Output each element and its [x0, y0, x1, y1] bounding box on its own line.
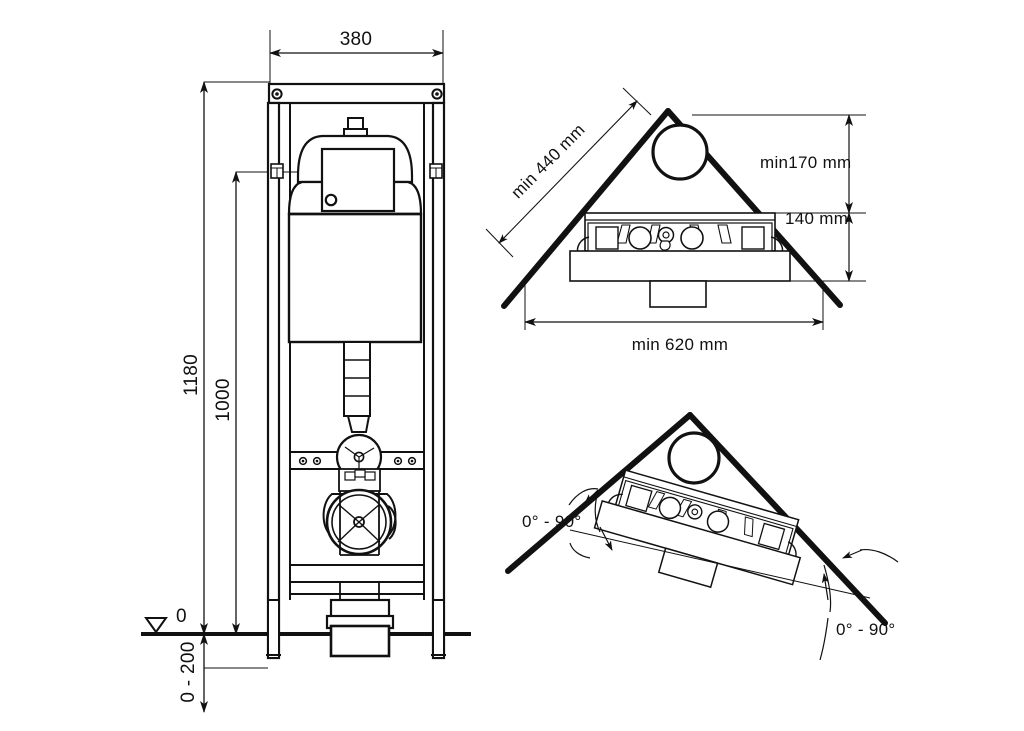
dimension-1000-label: 1000: [213, 378, 234, 421]
tilted-rafter-left: [505, 412, 693, 574]
frame-top-crossbar: [267, 82, 446, 105]
floor-datum-symbol: 0: [144, 606, 187, 634]
unit-outlet-stub: [649, 280, 707, 308]
flush-pipe: [343, 341, 371, 417]
tilted-unit-outlet-stub: [657, 547, 719, 589]
dimension-140: 140 mm: [785, 209, 853, 282]
unit-end-box-right: [741, 226, 765, 250]
dimension-380-label: 380: [340, 29, 373, 50]
wc-outlet-socket: [325, 582, 395, 658]
angle-right-label: 0° - 90°: [836, 620, 895, 639]
outlet-spigot: [329, 624, 391, 658]
dimension-0-200: 0 - 200: [178, 633, 268, 713]
angle-left-arc-inner: [594, 491, 601, 533]
frame-structure: [266, 82, 446, 660]
mounting-bracket-right: [429, 163, 443, 179]
dimension-0-200-label: 0 - 200: [178, 641, 199, 702]
frame-lower-crossbar: [289, 564, 425, 583]
unit-port-left: [628, 226, 652, 250]
cistern-assembly: [287, 117, 423, 344]
top-fixing-bolts: [271, 88, 443, 100]
dimension-140-label: 140 mm: [785, 209, 848, 228]
elbow-valve-assembly: [322, 468, 397, 556]
dimension-1180-label: 1180: [181, 354, 202, 396]
roof-section-top-view: min 440 mm: [485, 87, 866, 354]
tilted-reference-line: [569, 529, 871, 599]
angle-left-arc-outer: [569, 542, 591, 559]
front-elevation-view: 380 1180 1000 0 - 200 0: [141, 29, 471, 713]
flush-pipe-assembly: [335, 341, 383, 481]
mounting-bracket-left: [270, 163, 284, 179]
dimension-min-170-label: min170 mm: [760, 153, 852, 172]
dimension-min-170: min170 mm: [760, 114, 853, 214]
cistern-panel-screw: [324, 193, 338, 207]
elbow-wheel-spokes: [337, 503, 381, 543]
angle-left-label: 0° - 90°: [522, 512, 581, 531]
floor-datum-label: 0: [176, 606, 187, 627]
frame-foot-right: [432, 599, 445, 659]
dimension-min-620: min 620 mm: [524, 281, 824, 354]
tilted-ridge-pipe: [667, 431, 721, 485]
dimension-1180: 1180: [181, 81, 270, 635]
frame-foot-left: [267, 599, 280, 659]
flush-pipe-taper: [346, 415, 371, 433]
cistern-tank-body: [287, 212, 423, 344]
angle-left-annotation: 0° - 90°: [522, 488, 613, 559]
mid-crossbar-holes: [298, 456, 417, 466]
frame-upright-left: [266, 101, 281, 660]
unit-port-right: [680, 226, 704, 250]
tilted-unit-port-left: [658, 496, 682, 520]
roof-unit-body: [569, 212, 791, 308]
elbow-side-lug: [387, 505, 397, 540]
tilted-unit-body: [593, 469, 802, 589]
unit-end-box-left: [595, 226, 619, 250]
dimension-min-620-label: min 620 mm: [632, 335, 729, 354]
tilted-unit-port-right: [706, 510, 730, 533]
unit-base-plate: [569, 250, 791, 282]
ridge-pipe-section: [651, 123, 709, 181]
dimension-380: 380: [269, 29, 444, 57]
roof-section-tilted-view: 0° - 90° 0° - 90°: [505, 412, 899, 661]
angle-right-annotation: 0° - 90°: [819, 548, 899, 661]
angle-right-arc-inner: [823, 564, 832, 613]
frame-upright-right: [431, 101, 446, 660]
